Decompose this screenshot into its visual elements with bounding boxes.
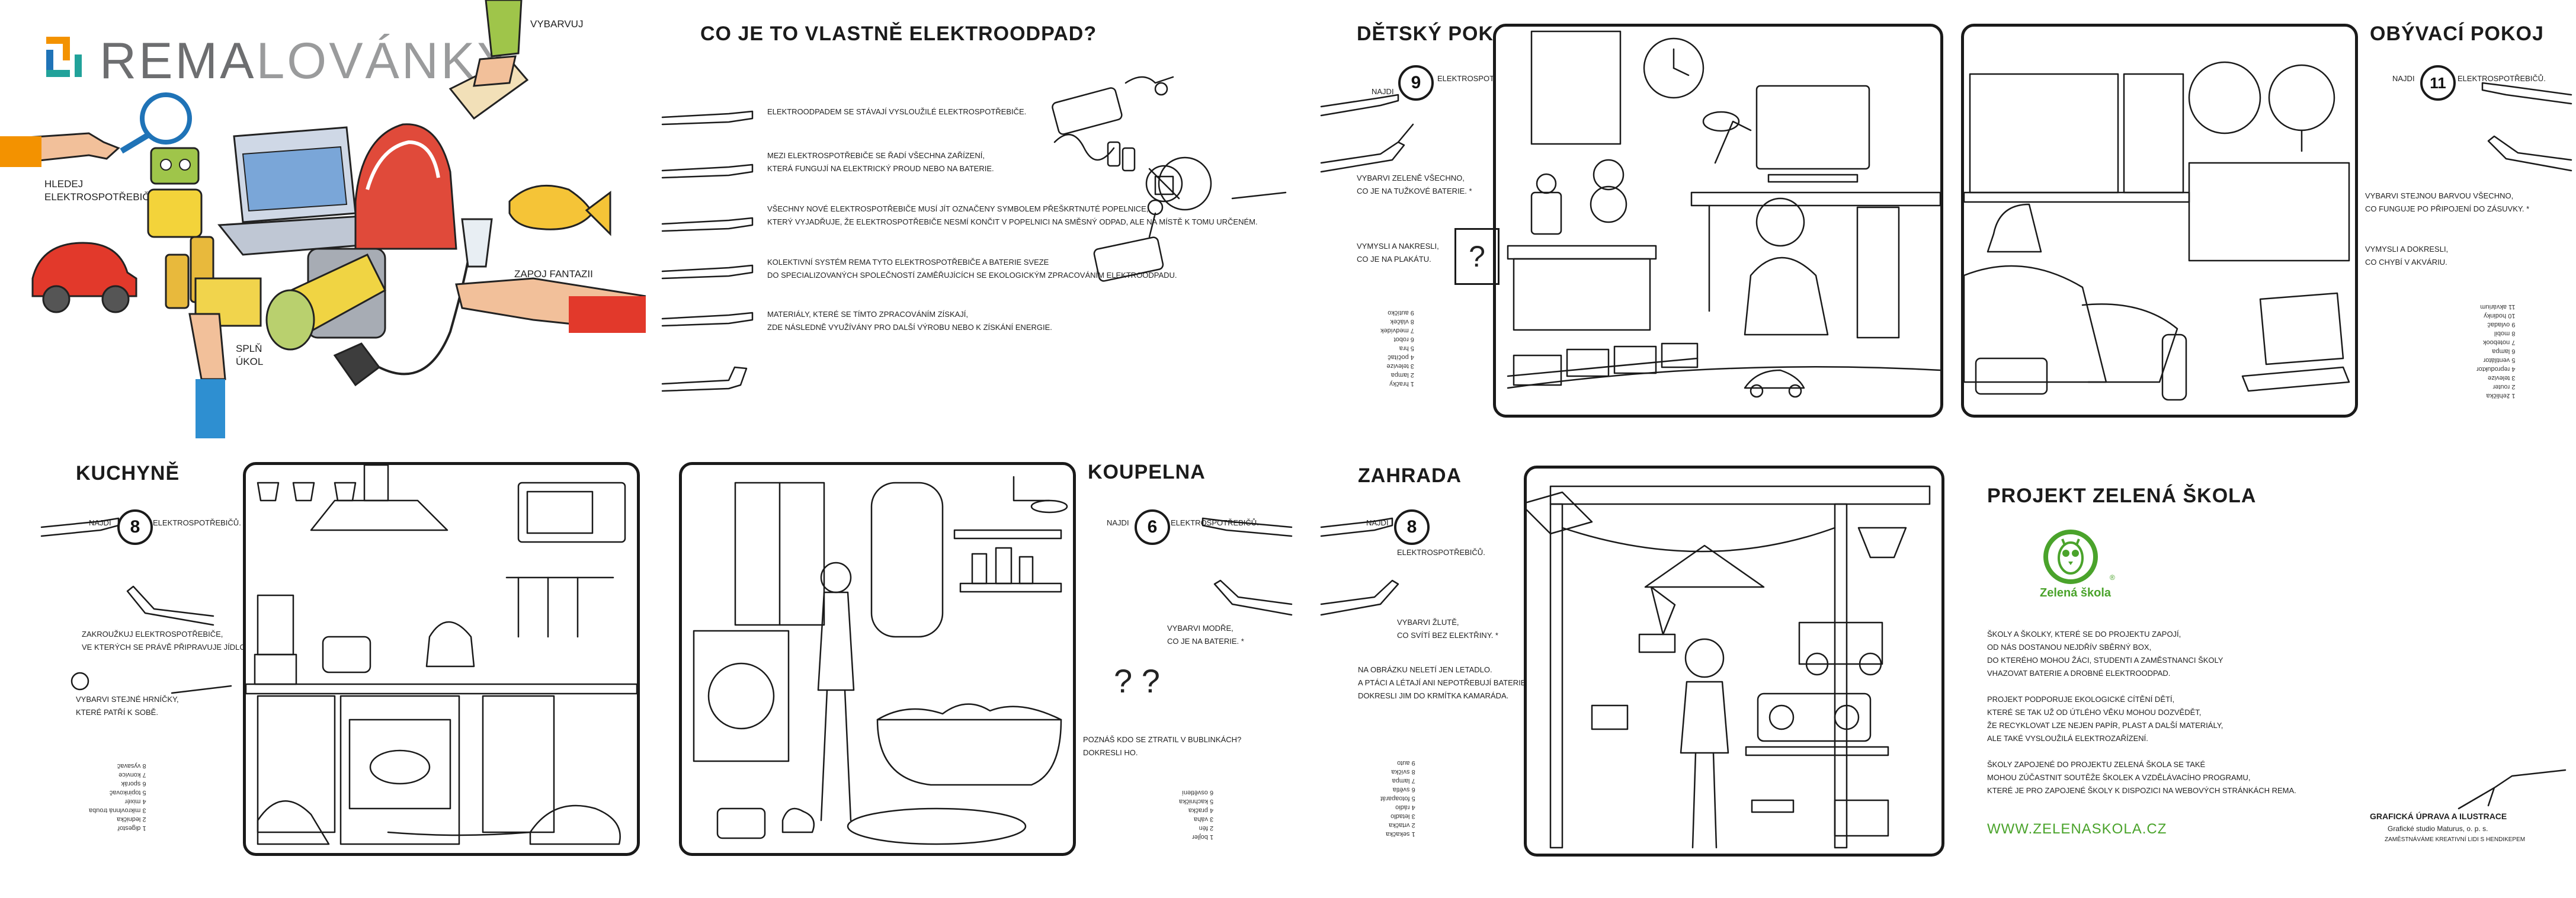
detsky-count-badge: 9 xyxy=(1398,65,1434,101)
logo-caption: Zelená škola xyxy=(2040,586,2112,599)
koupelna-find-suffix: ELEKTROSPOTŘEBIČŮ. xyxy=(1171,518,1259,527)
obyvaci-task-1: VYBARVI STEJNOU BARVOU VŠECHNO, CO FUNGU… xyxy=(2365,191,2530,213)
kuchyne-hands xyxy=(40,517,232,694)
intro-paragraph-2: MEZI ELEKTROSPOTŘEBIČE SE ŘADÍ VŠECHNA Z… xyxy=(767,151,994,173)
intro-paragraph-3: VŠECHNY NOVÉ ELEKTROSPOTŘEBIČE MUSÍ JÍT … xyxy=(767,204,1258,226)
zahrada-find-suffix: ELEKTROSPOTŘEBIČŮ. xyxy=(1397,548,1485,557)
projekt-panel: PROJEKT ZELENÁ ŠKOLA Zelená škola ® ŠKOL… xyxy=(1955,450,2576,898)
cover-illustration xyxy=(0,0,646,438)
koupelna-task-1: VYBARVI MODŘE, CO JE NA BATERIE. * xyxy=(1167,624,1244,646)
obyvaci-count-badge: 11 xyxy=(2420,65,2456,101)
koupelna-task-2: POZNÁŠ KDO SE ZTRATIL V BUBLINKÁCH? DOKR… xyxy=(1083,735,1242,757)
detsky-task-1: VYBARVI ZELENĚ VŠECHNO, CO JE NA TUŽKOVÉ… xyxy=(1357,174,1472,195)
koupelna-panel: KOUPELNA NAJDI 6 ELEKTROSPOTŘEBIČŮ. VYBA… xyxy=(658,450,1303,898)
koupelna-hands xyxy=(1202,517,1293,616)
zahrada-panel: ZAHRADA NAJDI 8 ELEKTROSPOTŘEBIČŮ. VYBAR… xyxy=(1309,450,1955,898)
detsky-scene xyxy=(1507,30,1940,398)
obyvaci-hands xyxy=(2481,82,2572,172)
detsky-hands xyxy=(1320,94,1414,173)
projekt-title: PROJEKT ZELENÁ ŠKOLA xyxy=(1987,485,2257,507)
detsky-answers: 1 hračky 2 lampa 3 televize 4 počítač 5 … xyxy=(1380,309,1414,387)
koupelna-title: KOUPELNA xyxy=(1088,461,1206,483)
zelena-skola-logo: Zelená škola ® xyxy=(2035,527,2118,610)
label-find: HLEDEJ ELEKTROSPOTŘEBIČE xyxy=(44,178,156,203)
kuchyne-count-badge: 8 xyxy=(117,509,153,545)
obyvaci-find-suffix: ELEKTROSPOTŘEBIČŮ. xyxy=(2458,74,2546,83)
detsky-find: NAJDI xyxy=(1372,72,1394,98)
kuchyne-scene xyxy=(246,465,637,845)
rema-logo-mark xyxy=(46,37,88,79)
pen-hand-icon xyxy=(2458,769,2567,810)
question-poster: ? xyxy=(1454,228,1500,285)
zahrada-task-2: NA OBRÁZKU NELETÍ JEN LETADLO. A PTÁCI A… xyxy=(1358,665,1529,700)
obyvaci-panel: OBÝVACÍ POKOJ NAJDI 11 ELEKTROSPOTŘEBIČŮ… xyxy=(1955,0,2576,438)
intro-title: CO JE TO VLASTNĚ ELEKTROODPAD? xyxy=(700,23,1097,45)
obyvaci-title: OBÝVACÍ POKOJ xyxy=(2370,23,2544,45)
intro-paragraph-1: ELEKTROODPADEM SE STÁVAJÍ VYSLOUŽILÉ ELE… xyxy=(767,107,1027,116)
obyvaci-task-2: VYMYSLI A DOKRESLI, CO CHYBÍ V AKVÁRIU. xyxy=(2365,245,2449,267)
kuchyne-title: KUCHYNĚ xyxy=(76,462,180,485)
obyvaci-find-prefix: NAJDI xyxy=(2392,74,2415,83)
cover-panel: REMALOVÁNKY HLEDEJ ELEKTROSPOTŘEBIČE VYB… xyxy=(0,0,646,438)
koupelna-question-marks: ? ? xyxy=(1114,662,1160,700)
koupelna-answers: 1 bojler 2 fén 3 váha 4 pračka 5 kachnič… xyxy=(1179,789,1214,841)
kuchyne-find-suffix: ELEKTROSPOTŘEBIČŮ. xyxy=(153,518,241,527)
obyvaci-scene-frame xyxy=(1961,24,2358,418)
detsky-find-prefix: NAJDI xyxy=(1372,87,1394,96)
logo-mark-icon xyxy=(46,37,82,77)
detsky-scene-frame xyxy=(1493,24,1943,418)
credit-line-1: Grafické studio Maturus, o. p. s. xyxy=(2388,825,2488,833)
intro-panel: CO JE TO VLASTNĚ ELEKTROODPAD? ELEKTROOD… xyxy=(658,0,1303,438)
kuchyne-task-1: ZAKROUŽKUJ ELEKTROSPOTŘEBIČE, VE KTERÝCH… xyxy=(82,630,253,652)
projekt-paragraph-2: PROJEKT PODPORUJE EKOLOGICKÉ CÍTĚNÍ DĚTÍ… xyxy=(1987,695,2223,743)
logo-text: REMALOVÁNKY xyxy=(100,32,514,91)
label-task: SPLŇ ÚKOL xyxy=(236,343,264,367)
detsky-task-2: VYMYSLI A NAKRESLI, CO JE NA PLAKÁTU. xyxy=(1357,242,1439,264)
koupelna-scene xyxy=(693,476,1068,845)
intro-paragraph-4: KOLEKTIVNÍ SYSTÉM REMA TYTO ELEKTROSPOTŘ… xyxy=(767,258,1177,280)
detsky-panel: DĚTSKÝ POKOJ NAJDI 9 ELEKTROSPOTŘEBIČŮ. … xyxy=(1309,0,1955,438)
logo-text-rema: REMA xyxy=(100,33,257,89)
obyvaci-scene xyxy=(1964,61,2350,401)
intro-paragraph-5: MATERIÁLY, KTERÉ SE TÍMTO ZPRACOVÁNÍM ZÍ… xyxy=(767,310,1052,332)
credit-title: GRAFICKÁ ÚPRAVA A ILUSTRACE xyxy=(2370,812,2507,821)
credit-line-2: ZAMĚSTNÁVÁME KREATIVNÍ LIDI S HENDIKEPEM xyxy=(2385,836,2526,843)
pointing-hands xyxy=(661,110,754,392)
kuchyne-panel: KUCHYNĚ NAJDI 8 ELEKTROSPOTŘEBIČŮ. ZAKRO… xyxy=(0,450,646,898)
projekt-paragraph-3: ŠKOLY ZAPOJENÉ DO PROJEKTU ZELENÁ ŠKOLA … xyxy=(1987,760,2296,795)
zahrada-scene xyxy=(1527,485,1931,849)
projekt-paragraph-1: ŠKOLY A ŠKOLKY, KTERÉ SE DO PROJEKTU ZAP… xyxy=(1987,630,2223,678)
label-fantasy: ZAPOJ FANTAZII xyxy=(514,268,593,280)
kuchyne-scene-frame xyxy=(243,462,640,856)
zahrada-task-1: VYBARVI ŽLUTĚ, CO SVÍTÍ BEZ ELEKTŘINY. * xyxy=(1397,618,1498,640)
kuchyne-answers: 1 digestoř 2 lednička 3 mikrovlnná troub… xyxy=(89,762,146,832)
zahrada-count-badge: 8 xyxy=(1394,509,1430,545)
owl-logo-icon xyxy=(2043,530,2098,584)
label-color: VYBARVUJ xyxy=(530,18,584,30)
zahrada-answers: 1 sekačka 2 vrtačka 3 letadlo 4 rádio 5 … xyxy=(1380,759,1415,838)
koupelna-find-prefix: NAJDI xyxy=(1107,518,1129,527)
logo-registered: ® xyxy=(2110,573,2115,582)
projekt-url-link[interactable]: WWW.ZELENASKOLA.CZ xyxy=(1987,821,2167,837)
zahrada-title: ZAHRADA xyxy=(1358,464,1462,487)
zahrada-hands xyxy=(1320,517,1399,616)
zahrada-scene-frame xyxy=(1524,466,1944,857)
intro-illustrations xyxy=(1052,76,1287,282)
koupelna-scene-frame xyxy=(679,462,1076,856)
kuchyne-task-2: VYBARVI STEJNÉ HRNÍČKY, KTERÉ PATŘÍ K SO… xyxy=(76,695,179,717)
obyvaci-answers: 1 žehlička 2 router 3 televize 4 reprodu… xyxy=(2476,303,2516,399)
koupelna-count-badge: 6 xyxy=(1135,509,1170,545)
